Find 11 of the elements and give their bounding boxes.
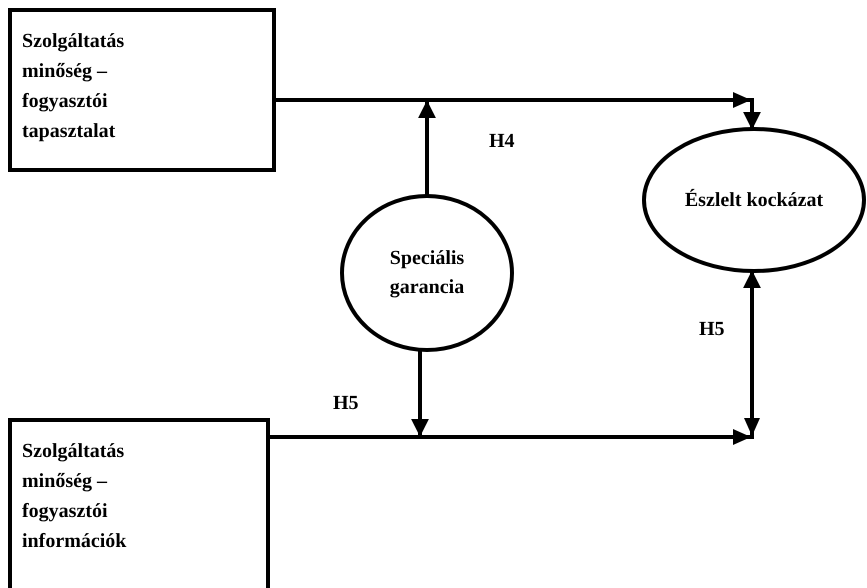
arrow (411, 350, 429, 437)
process-box (8, 418, 270, 588)
ellipse-node (340, 194, 514, 352)
arrow (276, 92, 761, 130)
node-text: Szolgáltatás minőség – fogyasztói tapasztalat (22, 29, 126, 144)
ellipse-node (642, 127, 866, 273)
node-text: Szolgáltatás minőség – fogyasztói információk (22, 439, 128, 554)
process-box (8, 8, 276, 172)
arrow (418, 100, 436, 195)
node-text: Észlelt kockázat (684, 188, 824, 212)
node-text: Speciális garancia (388, 246, 466, 300)
